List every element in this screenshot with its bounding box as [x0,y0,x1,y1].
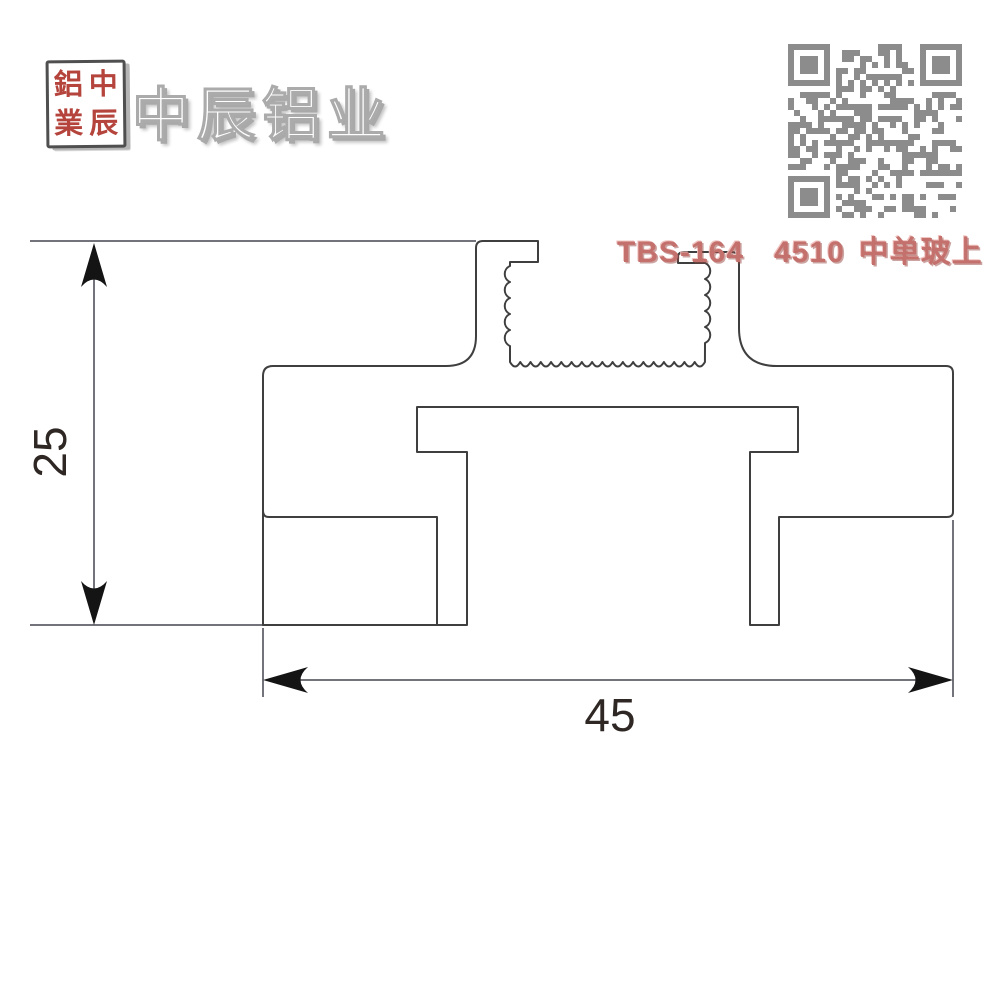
company-logo-text: 中辰铝业 [131,82,393,148]
profile-inner-lines [262,510,438,625]
qr-code [788,44,962,218]
arrow-left-icon [263,667,308,693]
height-dimension-label: 25 [24,426,76,477]
qr-modules [788,44,962,218]
product-model: TBS-164 [617,236,745,269]
dimension-arrows [81,243,953,693]
profile-outline [262,240,954,626]
arrow-down-icon [81,581,107,625]
arrow-up-icon [81,243,107,287]
width-dimension-label: 45 [584,689,635,741]
product-code: 4510 [774,236,845,269]
arrow-right-icon [908,667,953,693]
product-label: TBS-164 4510 中单玻上 [617,227,983,271]
profile-outer-path [262,240,954,626]
product-name: 中单玻上 [858,236,983,269]
dimension-lines [30,240,954,697]
